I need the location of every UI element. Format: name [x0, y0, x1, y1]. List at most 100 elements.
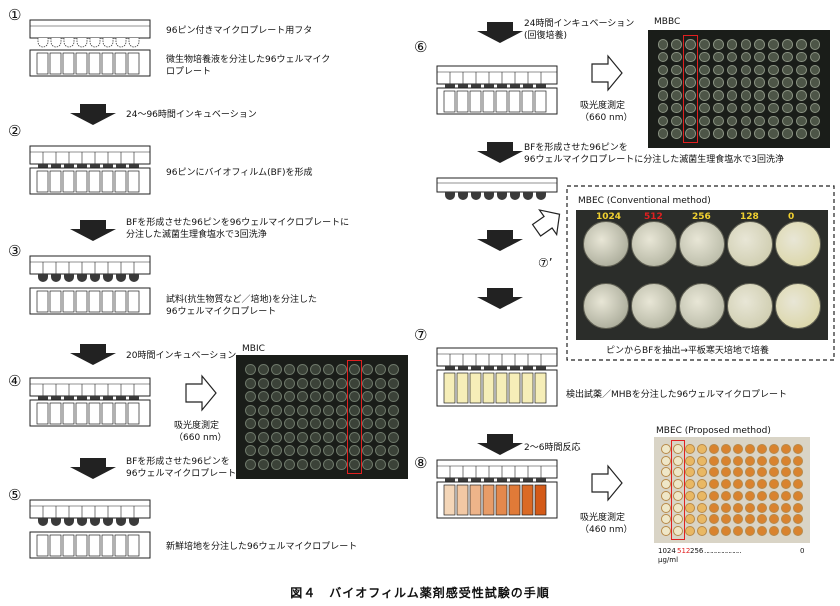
well: [721, 526, 731, 537]
step-7-number: ⑦: [414, 326, 428, 344]
well: [671, 39, 683, 50]
well: [712, 128, 724, 139]
well: [388, 431, 399, 443]
well: [768, 64, 779, 76]
well: [795, 39, 807, 50]
agar-dish: [583, 283, 629, 329]
agar-concentration-label: 512: [644, 212, 663, 222]
well: [782, 64, 793, 76]
well: [271, 364, 282, 376]
well: [310, 431, 321, 443]
well: [699, 115, 710, 127]
well: [781, 490, 791, 501]
well: [697, 455, 707, 466]
well: [697, 526, 707, 537]
well: [657, 39, 669, 50]
well: [733, 514, 743, 525]
well: [349, 377, 360, 389]
well: [726, 51, 738, 63]
well: [297, 431, 308, 443]
well: [271, 404, 282, 416]
well: [726, 115, 738, 127]
well: [754, 102, 766, 114]
well: [685, 490, 695, 501]
agar-dish: [727, 283, 773, 329]
well: [712, 77, 724, 88]
well: [685, 514, 695, 525]
step-1-number: ①: [8, 6, 22, 24]
agar-dish: [631, 221, 677, 267]
well: [757, 467, 767, 478]
well: [673, 502, 683, 513]
well: [362, 377, 373, 389]
well: [709, 526, 719, 537]
well: [388, 377, 399, 389]
well: [712, 102, 724, 114]
well: [721, 502, 731, 513]
well: [362, 458, 373, 470]
well: [685, 90, 696, 101]
well: [745, 514, 755, 525]
well: [793, 514, 803, 525]
well: [768, 77, 779, 88]
well: [284, 458, 295, 470]
well: [349, 404, 360, 416]
mbec-scale-256: 256: [690, 547, 704, 555]
well: [336, 364, 347, 376]
step-8-number: ⑧: [414, 454, 428, 472]
well: [673, 526, 683, 537]
agar-dish: [679, 283, 725, 329]
well: [757, 443, 767, 454]
well: [297, 445, 308, 457]
well: [699, 90, 710, 101]
agar-dish: [775, 283, 821, 329]
well: [740, 128, 752, 139]
well: [754, 90, 766, 101]
well: [733, 479, 743, 490]
arrow-5-text: 24時間インキュベーション (回復培養): [524, 19, 635, 41]
well: [685, 128, 696, 139]
well: [754, 64, 766, 76]
well: [740, 90, 752, 101]
well: [323, 404, 334, 416]
well: [795, 102, 807, 114]
well: [769, 526, 779, 537]
well: [795, 115, 807, 127]
well: [809, 64, 821, 76]
well: [782, 115, 793, 127]
well: [809, 90, 821, 101]
well: [657, 64, 669, 76]
well: [258, 377, 269, 389]
well: [258, 431, 269, 443]
well: [809, 115, 821, 127]
step-5-number: ⑤: [8, 486, 22, 504]
well: [671, 64, 683, 76]
well: [349, 364, 360, 376]
well: [284, 404, 295, 416]
well: [297, 364, 308, 376]
well: [769, 455, 779, 466]
well: [375, 364, 386, 376]
well: [271, 377, 282, 389]
well: [709, 479, 719, 490]
conventional-method-label: MBEC (Conventional method): [578, 196, 711, 206]
well: [310, 445, 321, 457]
well: [793, 490, 803, 501]
well: [673, 455, 683, 466]
well: [271, 445, 282, 457]
well: [769, 467, 779, 478]
well: [271, 418, 282, 430]
mbec-scale-dots: ‥‥‥‥‥‥‥‥‥‥: [704, 547, 742, 555]
mbic-label: MBIC: [242, 344, 265, 354]
well: [699, 39, 710, 50]
well: [310, 377, 321, 389]
well: [712, 115, 724, 127]
well: [745, 526, 755, 537]
well: [795, 90, 807, 101]
well: [375, 404, 386, 416]
well: [793, 502, 803, 513]
well: [271, 391, 282, 403]
highlight-column-box: [347, 360, 362, 474]
well: [685, 39, 696, 50]
well: [336, 391, 347, 403]
